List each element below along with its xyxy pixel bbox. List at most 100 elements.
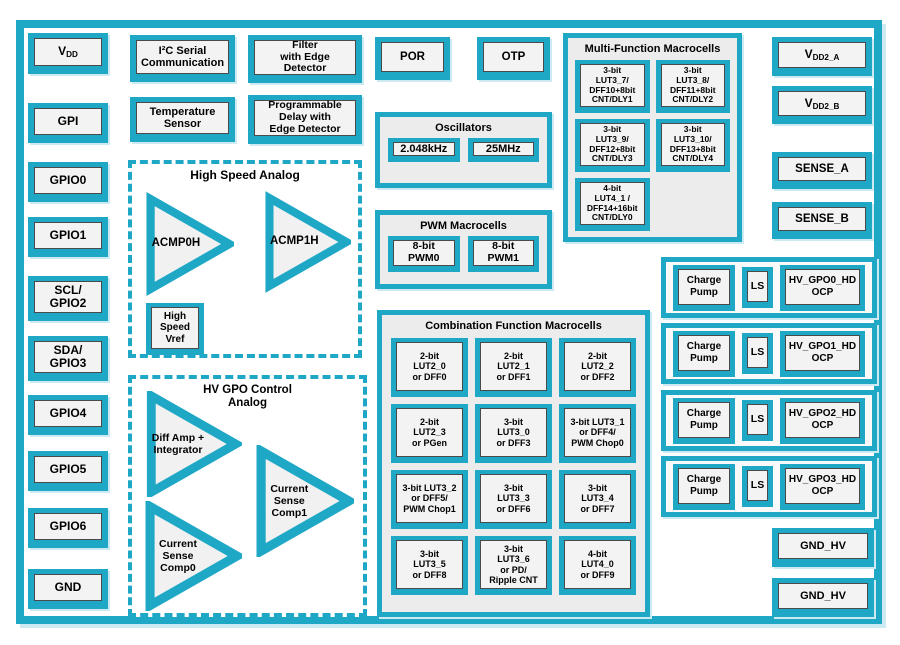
high-speed-vref-label: High Speed Vref: [151, 307, 199, 349]
cfm-cell-lut3-6-label: 3-bit LUT3_6 or PD/ Ripple CNT: [480, 540, 547, 589]
high-speed-vref-block: High Speed Vref: [146, 303, 204, 355]
pin-gnd-hv-0: GND_HV: [772, 528, 874, 567]
pin-gpio1: GPIO1: [28, 217, 108, 257]
cfm-cell-lut3-0-label: 3-bit LUT3_0 or DFF3: [480, 408, 547, 457]
pwm0-label: 8-bit PWM0: [393, 240, 455, 266]
hv-gpo3-hd-ocp-label: HV_GPO3_HD OCP: [785, 467, 860, 504]
hv-gpo1-hd-ocp-block: HV_GPO1_HD OCP: [780, 330, 865, 377]
pin-sense-a: SENSE_A: [772, 152, 872, 189]
pin-sda-gpio3-label: SDA/ GPIO3: [34, 341, 102, 373]
charge-pump-block: Charge Pump: [673, 330, 735, 377]
mfm-cell-lut3-7: 3-bit LUT3_7/ DFF10+8bit CNT/DLY1: [575, 60, 650, 113]
cfm-cell-lut3-1: 3-bit LUT3_1 or DFF4/ PWM Chop0: [559, 404, 636, 463]
mfm-cell-lut3-10-label: 3-bit LUT3_10/ DFF13+8bit CNT/DLY4: [660, 123, 725, 166]
osc-25mhz-label: 25MHz: [472, 142, 534, 157]
cfm-cell-lut2-3: 2-bit LUT2_3 or PGen: [391, 404, 468, 463]
block-por-label: POR: [381, 42, 444, 72]
chip-outline: [16, 20, 882, 624]
cfm-cell-lut3-3-label: 3-bit LUT3_3 or DFF6: [480, 474, 547, 523]
charge-pump-row-1: Charge Pump LS HV_GPO1_HD OCP: [661, 323, 877, 384]
pwm0-block: 8-bit PWM0: [388, 236, 460, 272]
multi-function-title: Multi-Function Macrocells: [584, 43, 721, 55]
group-multi-function-macrocells: Multi-Function Macrocells 3-bit LUT3_7/ …: [563, 33, 742, 242]
combination-title: Combination Function Macrocells: [425, 320, 602, 332]
cfm-cell-lut3-0: 3-bit LUT3_0 or DFF3: [475, 404, 552, 463]
block-programmable-delay-label: Programmable Delay with Edge Detector: [254, 99, 356, 136]
hv-gpo1-hd-ocp-label: HV_GPO1_HD OCP: [785, 334, 860, 371]
mfm-cell-lut3-10: 3-bit LUT3_10/ DFF13+8bit CNT/DLY4: [655, 119, 730, 172]
group-hv-gpo-analog: HV GPO Control Analog Diff Amp + Integra…: [128, 375, 367, 617]
level-shifter-block: LS: [742, 267, 773, 308]
group-pwm-macrocells: PWM Macrocells 8-bit PWM0 8-bit PWM1: [375, 210, 552, 289]
hv-gpo-analog-title: HV GPO Control Analog: [203, 384, 292, 410]
group-combination-macrocells: Combination Function Macrocells 2-bit LU…: [377, 310, 650, 617]
pin-gpio0: GPIO0: [28, 162, 108, 202]
block-temperature-sensor-label: Temperature Sensor: [136, 102, 229, 134]
pin-gpio4: GPIO4: [28, 395, 108, 435]
block-otp: OTP: [477, 37, 550, 80]
charge-pump-row-3: Charge Pump LS HV_GPO3_HD OCP: [661, 456, 877, 517]
pin-gpio5: GPIO5: [28, 451, 108, 491]
cfm-cell-lut3-2: 3-bit LUT3_2 or DFF5/ PWM Chop1: [391, 470, 468, 529]
cfm-cell-lut2-0: 2-bit LUT2_0 or DFF0: [391, 338, 468, 397]
charge-pump-label: Charge Pump: [678, 334, 730, 371]
cfm-cell-lut4-0: 4-bit LUT4_0 or DFF9: [559, 536, 636, 595]
level-shifter-block: LS: [742, 466, 773, 507]
level-shifter-label: LS: [747, 271, 768, 302]
pin-gnd-label: GND: [34, 574, 102, 601]
mfm-cell-lut4-1: 4-bit LUT4_1 / DFF14+16bit CNT/DLY0: [575, 178, 650, 231]
pin-scl-gpio2-label: SCL/ GPIO2: [34, 281, 102, 313]
acmp1h-label: ACMP1H: [269, 235, 319, 248]
high-speed-analog-title: High Speed Analog: [190, 168, 300, 182]
acmp1h-triangle: ACMP1H: [265, 188, 351, 296]
pwm1-label: 8-bit PWM1: [472, 240, 534, 266]
charge-pump-label: Charge Pump: [678, 268, 730, 305]
cfm-cell-lut3-4-label: 3-bit LUT3_4 or DFF7: [564, 474, 631, 523]
block-filter-edge-detector-label: Filter with Edge Detector: [254, 39, 356, 75]
cfm-cell-lut3-1-label: 3-bit LUT3_1 or DFF4/ PWM Chop0: [564, 408, 631, 457]
current-sense-comp0-label: Current Sense Comp0: [159, 537, 197, 575]
hv-gpo2-hd-ocp-label: HV_GPO2_HD OCP: [785, 401, 860, 438]
cfm-cell-lut4-0-label: 4-bit LUT4_0 or DFF9: [564, 540, 631, 589]
charge-pump-block: Charge Pump: [673, 397, 735, 444]
level-shifter-label: LS: [747, 470, 768, 501]
level-shifter-block: LS: [742, 333, 773, 374]
cfm-cell-lut2-0-label: 2-bit LUT2_0 or DFF0: [396, 342, 463, 391]
cfm-cell-lut3-2-label: 3-bit LUT3_2 or DFF5/ PWM Chop1: [396, 474, 463, 523]
block-por: POR: [375, 37, 450, 80]
pin-gpio4-label: GPIO4: [34, 400, 102, 427]
group-high-speed-analog: High Speed Analog ACMP0H ACMP1H High Spe…: [128, 160, 362, 358]
pin-gpio5-label: GPIO5: [34, 456, 102, 483]
cfm-cell-lut2-1-label: 2-bit LUT2_1 or DFF1: [480, 342, 547, 391]
level-shifter-block: LS: [742, 400, 773, 441]
block-otp-label: OTP: [483, 42, 544, 72]
cfm-cell-lut3-5: 3-bit LUT3_5 or DFF8: [391, 536, 468, 595]
pin-sense-b-label: SENSE_B: [778, 207, 866, 231]
current-sense-comp1-triangle: Current Sense Comp1: [256, 445, 354, 557]
osc-2048khz-label: 2.048kHz: [393, 142, 455, 157]
cfm-cell-lut2-2: 2-bit LUT2_2 or DFF2: [559, 338, 636, 397]
block-temperature-sensor: Temperature Sensor: [130, 97, 235, 142]
hv-gpo0-hd-ocp-block: HV_GPO0_HD OCP: [780, 264, 865, 311]
mfm-cell-lut3-8: 3-bit LUT3_8/ DFF11+8bit CNT/DLY2: [655, 60, 730, 113]
pin-sda-gpio3: SDA/ GPIO3: [28, 336, 108, 381]
pin-gnd: GND: [28, 569, 108, 609]
diff-amp-integrator-label: Diff Amp + Integrator: [151, 431, 205, 456]
pin-gpio0-label: GPIO0: [34, 167, 102, 194]
block-i2c-serial-label: I²C Serial Communication: [136, 40, 229, 74]
pin-gpio6: GPIO6: [28, 508, 108, 548]
charge-pump-block: Charge Pump: [673, 463, 735, 510]
level-shifter-label: LS: [747, 337, 768, 368]
pin-gnd-hv-1: GND_HV: [772, 578, 874, 617]
hv-gpo0-hd-ocp-label: HV_GPO0_HD OCP: [785, 268, 860, 305]
diff-amp-integrator-triangle: Diff Amp + Integrator: [145, 391, 242, 497]
pin-scl-gpio2: SCL/ GPIO2: [28, 276, 108, 321]
pin-gpio6-label: GPIO6: [34, 513, 102, 540]
osc-2048khz: 2.048kHz: [388, 138, 460, 163]
mfm-cell-lut3-8-label: 3-bit LUT3_8/ DFF11+8bit CNT/DLY2: [660, 64, 725, 107]
acmp0h-label: ACMP0H: [151, 237, 201, 250]
